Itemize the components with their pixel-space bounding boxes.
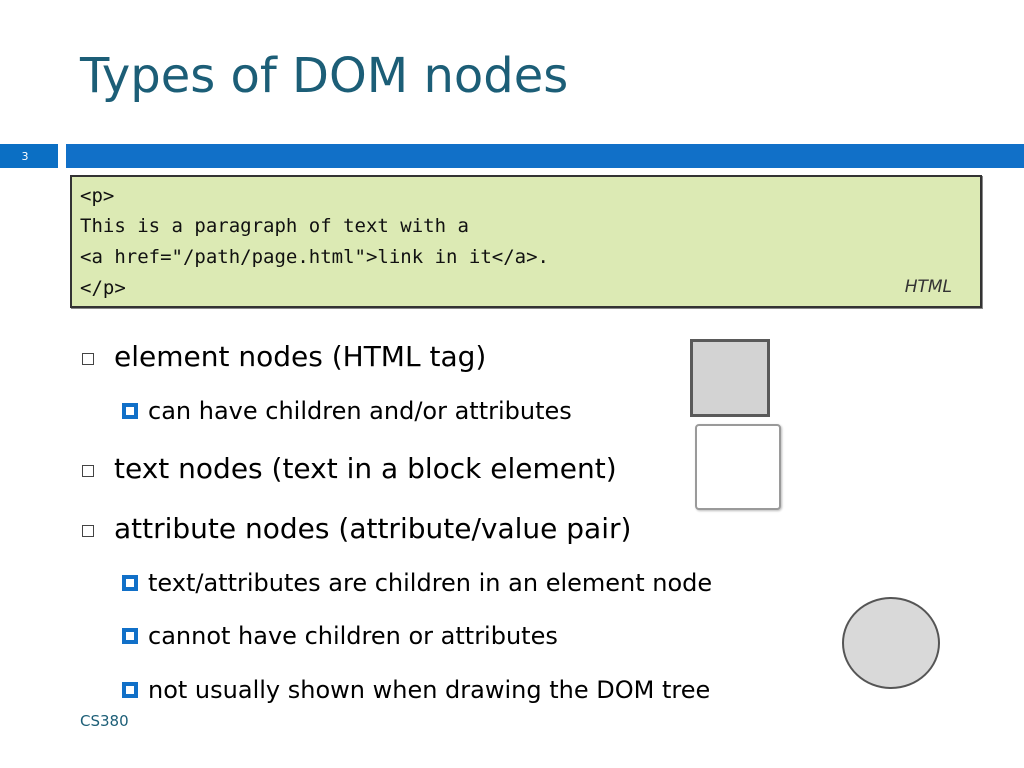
header-accent-bar bbox=[66, 144, 1024, 168]
hollow-square-bullet-icon bbox=[82, 464, 94, 477]
slide-number-badge: 3 bbox=[0, 144, 58, 168]
bullet-text: attribute nodes (attribute/value pair) bbox=[114, 512, 632, 545]
code-example-box: <p> This is a paragraph of text with a <… bbox=[70, 175, 982, 308]
bullet-text: can have children and/or attributes bbox=[148, 397, 572, 425]
sub-bullet-children-attributes: can have children and/or attributes bbox=[122, 397, 572, 425]
bullet-text: not usually shown when drawing the DOM t… bbox=[148, 676, 711, 704]
bullet-text: cannot have children or attributes bbox=[148, 622, 558, 650]
text-node-square-shape bbox=[695, 424, 781, 510]
footer-course-label: CS380 bbox=[80, 712, 129, 730]
sub-bullet-no-children: cannot have children or attributes bbox=[122, 622, 558, 650]
code-line: </p> bbox=[80, 277, 126, 299]
bullet-element-nodes: element nodes (HTML tag) bbox=[82, 340, 486, 373]
filled-square-bullet-icon bbox=[122, 682, 138, 698]
hollow-square-bullet-icon bbox=[82, 524, 94, 537]
bullet-attribute-nodes: attribute nodes (attribute/value pair) bbox=[82, 512, 631, 545]
code-line: <p> bbox=[80, 185, 115, 207]
filled-square-bullet-icon bbox=[122, 575, 138, 591]
bullet-text-nodes: text nodes (text in a block element) bbox=[82, 452, 617, 485]
sub-bullet-not-shown: not usually shown when drawing the DOM t… bbox=[122, 676, 710, 704]
bullet-text: text nodes (text in a block element) bbox=[114, 452, 617, 485]
element-node-square-shape bbox=[690, 339, 770, 417]
bullet-text: text/attributes are children in an eleme… bbox=[148, 569, 713, 597]
sub-bullet-children-of-element: text/attributes are children in an eleme… bbox=[122, 569, 712, 597]
slide-title: Types of DOM nodes bbox=[80, 48, 569, 104]
code-language-label: HTML bbox=[904, 277, 952, 297]
hollow-square-bullet-icon bbox=[82, 352, 94, 365]
bullet-text: element nodes (HTML tag) bbox=[114, 340, 487, 373]
filled-square-bullet-icon bbox=[122, 403, 138, 419]
attribute-node-circle-shape bbox=[842, 597, 940, 689]
slide-number: 3 bbox=[21, 149, 29, 163]
code-line: <a href="/path/page.html">link in it</a>… bbox=[80, 246, 549, 268]
filled-square-bullet-icon bbox=[122, 628, 138, 644]
code-line: This is a paragraph of text with a bbox=[80, 215, 469, 237]
